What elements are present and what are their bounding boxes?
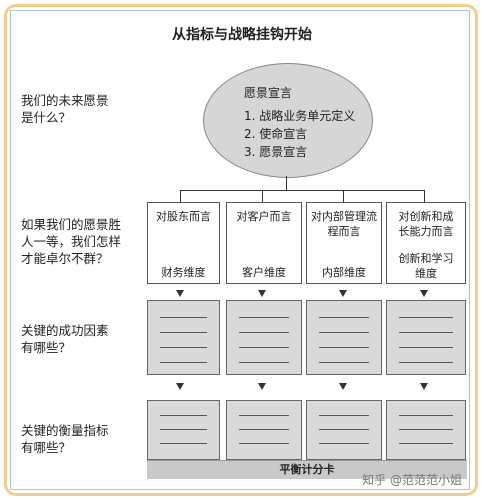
question-line: 有哪些？ [21,340,72,355]
measure-box [386,400,466,460]
question-line: 人一等，我们怎样 [21,234,122,249]
measure-box [226,400,302,460]
success-factor-box [306,300,382,375]
question-line: 是什么？ [21,110,72,125]
vision-item: 1. 战略业务单元定义 [244,109,356,123]
success-factor-box [386,300,466,375]
success-factor-box [147,300,220,375]
success-factor-box [226,300,302,375]
question-success-factors: 关键的成功因素 有哪些？ [21,322,109,356]
perspective-dimension: 内部维度 [322,266,366,279]
perspective-dimension: 财务维度 [161,266,206,279]
down-arrow-icon [258,383,266,390]
connector-line [343,190,344,202]
question-line: 我们的未来愿景 [21,93,109,108]
perspective-label: 长能力而言 [398,225,454,238]
perspective-label: 对创新和成 [398,210,454,223]
question-excel: 如果我们的愿景胜 人一等，我们怎样 才能卓尔不群？ [21,216,121,267]
perspective-dimension: 创新和学习 [398,252,454,265]
connector-line [180,190,181,202]
perspective-internal: 对内部管理流 程而言 内部维度 [306,202,382,284]
perspective-label: 对内部管理流 [311,210,377,223]
perspective-label: 程而言 [327,225,361,238]
perspective-dimension: 维度 [415,267,437,280]
connector-line [286,176,287,190]
down-arrow-icon [258,290,266,297]
question-line: 才能卓尔不群？ [21,251,109,266]
question-line: 关键的成功因素 [21,323,109,338]
vision-ellipse [203,63,373,178]
question-line: 如果我们的愿景胜 [21,217,122,232]
perspective-innovation: 对创新和成 长能力而言 创新和学习 维度 [386,202,466,284]
down-arrow-icon [176,290,184,297]
measure-box [306,400,382,460]
down-arrow-icon [339,383,347,390]
watermark: 知乎 @范范范小姐 [362,473,462,487]
vision-heading: 愿景宣言 [244,86,293,100]
diagram-title: 从指标与战略挂钩开始 [172,27,312,43]
connector-line [180,190,424,191]
vision-item: 3. 愿景宣言 [244,145,308,159]
measure-box [147,400,220,460]
perspective-financial: 对股东而言 财务维度 [147,202,220,284]
perspective-dimension: 客户维度 [242,266,286,279]
down-arrow-icon [339,290,347,297]
down-arrow-icon [176,383,184,390]
question-line: 有哪些？ [21,440,72,455]
vision-item: 2. 使命宣言 [244,127,308,141]
balanced-scorecard-bar: 平衡计分卡 [147,460,467,479]
perspective-label: 对股东而言 [156,210,211,223]
down-arrow-icon [420,290,428,297]
perspective-customer: 对客户而言 客户维度 [226,202,302,284]
perspective-label: 对客户而言 [236,210,292,223]
down-arrow-icon [420,383,428,390]
connector-line [424,190,425,202]
question-line: 关键的衡量指标 [21,423,109,438]
question-vision: 我们的未来愿景 是什么？ [21,92,109,126]
question-measures: 关键的衡量指标 有哪些？ [21,422,109,456]
connector-line [262,190,263,202]
